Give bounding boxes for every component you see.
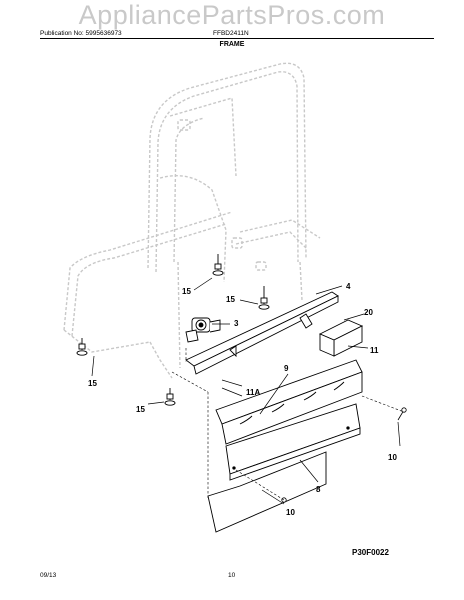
- bracket: [318, 319, 364, 357]
- footer-page-number: 10: [228, 572, 236, 579]
- kick-panel-lower: [225, 403, 361, 481]
- callout-9: 9: [284, 364, 289, 373]
- inlet-valve: [185, 317, 221, 343]
- callout-11: 11: [370, 346, 379, 355]
- callout-15-left: 15: [88, 379, 97, 388]
- screw-right: [397, 407, 407, 421]
- leveling-leg-left: [76, 338, 88, 356]
- leveling-leg-front: [164, 388, 176, 406]
- model-number: FFBD2411N: [213, 30, 249, 37]
- figure-code: P30F0022: [352, 548, 389, 557]
- publication-number: Publication No: 5995636973: [40, 30, 122, 37]
- footer-date: 09/13: [40, 572, 57, 579]
- header-divider: [40, 38, 434, 39]
- leveling-leg-middle: [258, 286, 270, 310]
- callout-10-right: 10: [388, 453, 397, 462]
- callout-15-upper: 15: [182, 287, 191, 296]
- callout-10-bottom: 10: [286, 508, 295, 517]
- frame-rail: [185, 291, 339, 375]
- callout-11a: 11A: [246, 388, 260, 397]
- leader-lines: [91, 277, 401, 505]
- callout-20: 20: [364, 308, 373, 317]
- callout-15-middle: 15: [226, 295, 235, 304]
- section-title: FRAME: [219, 41, 245, 48]
- callout-8: 8: [316, 485, 321, 494]
- callout-4: 4: [346, 282, 351, 291]
- dashed-guide-lines: [171, 348, 405, 501]
- screw-bottom: [281, 497, 287, 503]
- leveling-leg-upper: [212, 254, 224, 276]
- watermark-logo: AppliancePartsPros.com: [78, 0, 386, 30]
- callout-15-front: 15: [136, 405, 145, 414]
- tub-frame-outline: [63, 62, 321, 379]
- kick-panel-upper: [215, 359, 363, 445]
- base-plate: [207, 451, 327, 533]
- callout-3: 3: [234, 319, 239, 328]
